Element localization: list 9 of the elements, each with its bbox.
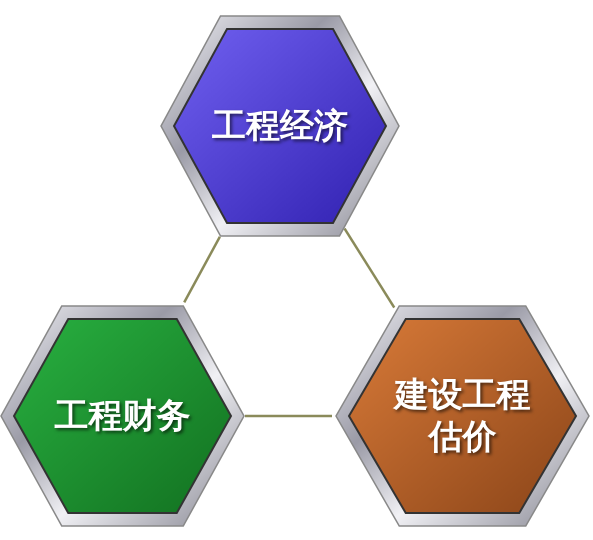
hexagon-label: 工程经济 (211, 105, 349, 148)
hexagon (0, 305, 245, 527)
hexagon (160, 15, 400, 237)
hexagon-label: 建设工程估价 (392, 374, 532, 459)
hexagon-label: 工程财务 (54, 395, 192, 438)
hexagon (335, 305, 590, 527)
connector-line (245, 414, 332, 418)
connector-line (183, 236, 221, 303)
connector-line (344, 228, 396, 308)
